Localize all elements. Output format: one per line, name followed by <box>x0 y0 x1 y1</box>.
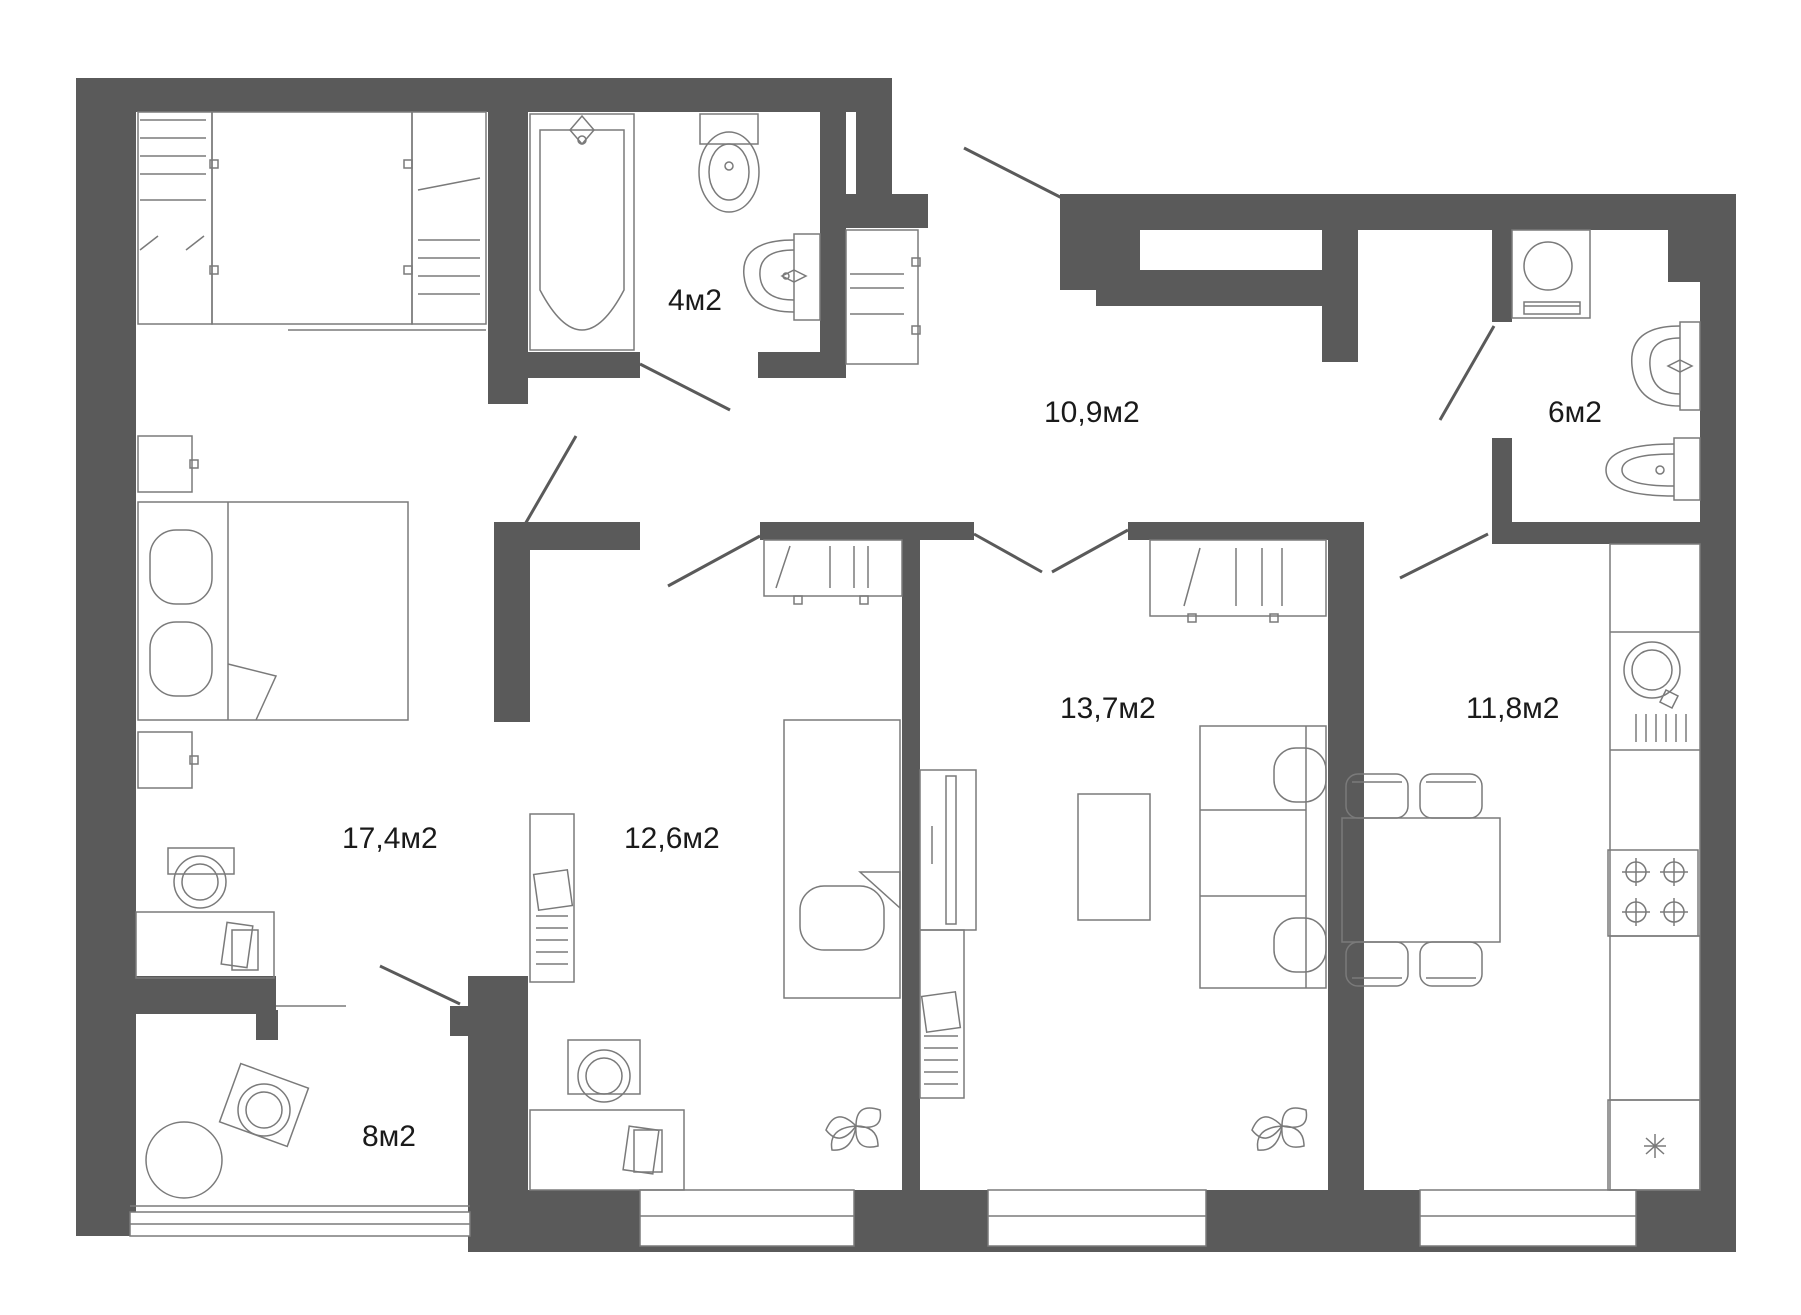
wall-wc-left-low <box>1492 438 1512 542</box>
sink-wc <box>1631 321 1701 411</box>
wardrobe-left <box>137 111 487 331</box>
coffee-table <box>1077 793 1151 921</box>
wall-left <box>76 78 136 1236</box>
dining-chairs <box>1345 773 1483 987</box>
wall-bedroom-room1 <box>494 522 530 722</box>
door-bedroom <box>522 435 578 527</box>
door-room1 <box>667 534 761 588</box>
kitchen-fridge <box>1607 1099 1701 1191</box>
plant-living <box>1251 1107 1308 1151</box>
area-label-wc: 6м2 <box>1548 396 1602 429</box>
wall-wc-left <box>1492 230 1512 322</box>
windows <box>129 1189 1637 1247</box>
bed-room1 <box>783 719 901 999</box>
wall-bedroom-bottom <box>76 976 276 1014</box>
wall-top-right <box>1060 194 1736 230</box>
window-kitchen <box>1419 1189 1637 1247</box>
wall-living-top <box>1128 522 1364 540</box>
desk-bedroom <box>135 911 275 979</box>
wall-right <box>1700 194 1736 1252</box>
wall-bedroom-room1-low <box>468 976 528 1252</box>
sink-bathroom <box>743 233 821 321</box>
area-label-bathroom: 4м2 <box>668 284 722 317</box>
furniture <box>130 111 1701 1207</box>
washing-machine <box>1511 229 1591 319</box>
dining-table <box>1341 817 1501 943</box>
wall-balcony-right-stub <box>450 1006 470 1036</box>
wall-wc-right-notch <box>1668 230 1700 282</box>
wall-wc-bottom <box>1492 522 1700 544</box>
toilet-bathroom <box>698 113 760 213</box>
kitchen-sink <box>1623 641 1687 742</box>
wall-wardrobe-bath <box>488 78 528 404</box>
tv-stand <box>919 769 977 931</box>
sofa <box>1199 725 1327 989</box>
bed <box>137 501 409 721</box>
area-labels: 4м2 10,9м2 6м2 17,4м2 12,6м2 13,7м2 11,8… <box>342 284 1602 1153</box>
plant-room1 <box>825 1107 882 1151</box>
shelf-room1 <box>529 813 575 983</box>
wall-bath-bottom <box>488 352 640 378</box>
wall-bedroom-room1-top <box>494 522 640 550</box>
door-living-b <box>1051 528 1129 574</box>
doors <box>379 146 1496 1006</box>
door-bathroom <box>639 362 731 412</box>
bathtub <box>529 113 635 351</box>
area-label-balcony: 8м2 <box>362 1120 416 1153</box>
door-living-a <box>973 532 1043 574</box>
wall-bath-right <box>820 78 846 378</box>
nightstand-bottom <box>137 731 199 789</box>
wall-bottom-left <box>76 1206 136 1236</box>
cabinet-hall <box>845 229 921 365</box>
door-wc <box>1438 325 1496 421</box>
wall-living-kitchen-low <box>1328 1040 1364 1190</box>
wall-top-left <box>76 78 892 112</box>
window-living <box>987 1189 1207 1247</box>
area-label-bedroom: 17,4м2 <box>342 822 438 855</box>
nightstand-top <box>137 435 199 493</box>
area-label-hallway: 10,9м2 <box>1044 396 1140 429</box>
door-balcony <box>379 964 461 1006</box>
area-label-kitchen: 11,8м2 <box>1466 692 1559 725</box>
area-label-room-1: 12,6м2 <box>624 822 720 855</box>
window-room1 <box>639 1189 855 1247</box>
wall-room1-living <box>902 522 920 1190</box>
desk-room1 <box>529 1109 685 1191</box>
kitchen-counter <box>1609 543 1701 1191</box>
wardrobe-living <box>1149 539 1327 623</box>
area-label-living-room: 13,7м2 <box>1060 692 1156 725</box>
wall-bedroom-bottom-stub <box>256 1010 278 1040</box>
bidet-wc <box>1605 437 1701 501</box>
wardrobe-room1 <box>763 539 903 605</box>
wall-top-left-end <box>856 78 892 198</box>
door-entrance <box>963 146 1063 200</box>
walls <box>76 78 1736 1252</box>
wall-hall-niche-d <box>1080 220 1140 290</box>
chair-balcony <box>218 1062 310 1148</box>
door-kitchen <box>1399 532 1489 580</box>
table-balcony <box>145 1121 223 1199</box>
chair-bedroom <box>167 847 235 909</box>
kitchen-stove <box>1607 849 1699 937</box>
shelf-living <box>919 929 965 1099</box>
chair-room1 <box>567 1039 641 1103</box>
wall-hall-niche-c <box>1322 194 1358 362</box>
wall-room1-top <box>760 522 974 540</box>
